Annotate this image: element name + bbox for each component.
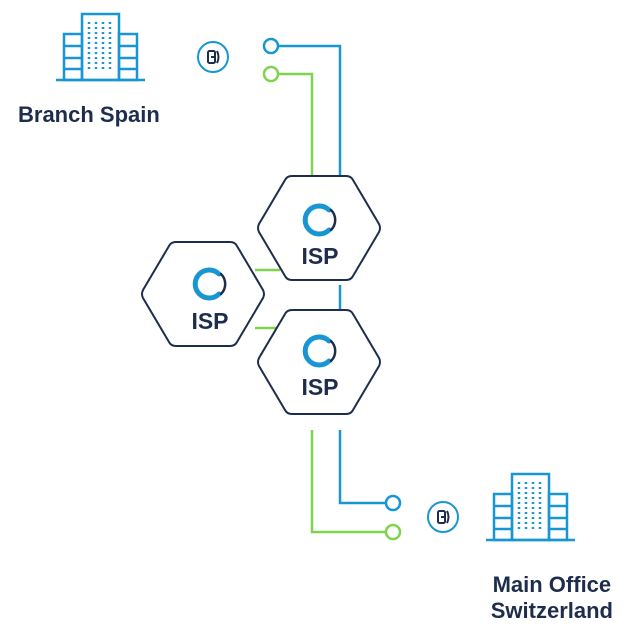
main-site-label-line2: Switzerland [490,598,613,623]
blue-endpoint-bottom [384,494,402,512]
green-link-top [279,72,314,180]
green-endpoint-bottom [384,523,402,541]
router-icon [427,501,459,533]
isp-node-bottom: ISP [257,309,381,415]
isp-node-left: ISP [141,241,265,347]
isp-label: ISP [191,308,228,334]
building-icon [56,12,145,82]
c-logo-icon [302,334,337,368]
isp-node-top: ISP [257,175,381,281]
green-link-bottom [310,430,386,534]
c-logo-icon [192,267,227,301]
main-site-label-line1: Main Office [492,572,612,597]
c-logo-icon [302,203,337,237]
isp-label: ISP [301,243,338,269]
isp-label: ISP [301,374,338,400]
blue-endpoint-top [262,37,280,55]
green-endpoint-top [262,65,280,83]
branch-site-label: Branch Spain [18,102,160,127]
blue-link-top [279,44,342,178]
building-icon [486,472,575,542]
blue-link-bottom [338,430,386,505]
connections [255,44,386,534]
router-icon [197,41,229,73]
main-site-label: Main Office Switzerland [491,572,613,624]
